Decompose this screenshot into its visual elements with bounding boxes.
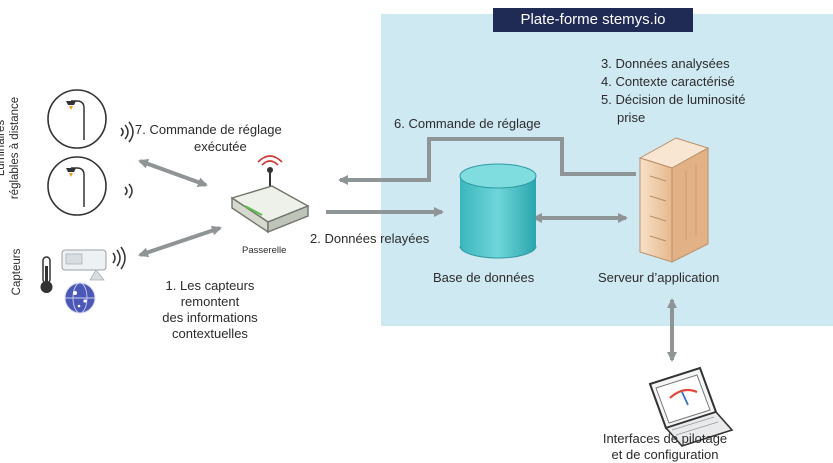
luminaires-side-label: Luminaires réglables à distance [0,93,22,203]
sensor-gateway-arrow [138,225,222,258]
laptop-icon [648,366,734,447]
wireless-signal-icon [112,246,126,270]
gateway-label: Passerelle [242,245,287,256]
platform-area [381,14,833,326]
step6-label: 6. Commande de réglage [394,116,541,131]
step5-label-line2: prise [617,110,646,125]
step1-label: 1. Les capteurs remontent des informatio… [140,278,280,342]
capteurs-side-label: Capteurs [11,248,23,296]
step5-label-line1: 5. Décision de luminosité [601,92,746,107]
wireless-signal-icon [120,121,134,143]
step7-label-line1: 7. Commande de réglage [135,122,282,137]
step1-line1: 1. Les capteurs [165,278,255,293]
command-arrow [338,137,636,185]
server-label: Serveur d’application [598,270,720,285]
step1-line4: contextuelles [172,326,248,341]
step2-label: 2. Données relayées [310,231,430,246]
thermometer-icon [40,256,53,293]
database-label: Base de données [433,270,535,285]
interfaces-label: Interfaces de pilotage et de configurati… [590,431,740,463]
platform-title: Plate-forme stemys.io [493,8,693,32]
wireless-signal-icon [124,183,133,199]
globe-sensor-icon [64,282,96,314]
server-icon [638,137,710,263]
database-icon [459,163,537,259]
step3-label: 3. Données analysées [601,56,730,71]
luminaire-gateway-arrow [138,159,208,187]
step4-label: 4. Contexte caractérisé [601,74,735,89]
interfaces-label-line1: Interfaces de pilotage [602,431,728,446]
camera-icon [61,249,107,281]
router-icon [230,155,310,234]
step1-line2: remontent [180,294,240,309]
luminaires-label-line2: réglables à distance [9,96,21,200]
interfaces-label-line2: et de configuration [611,447,719,462]
streetlight-icon [47,156,107,216]
step7-label-line2: exécutée [194,139,247,154]
streetlight-icon [47,89,107,149]
luminaires-label-line1: Luminaires [0,119,7,177]
step1-line3: des informations [162,310,258,325]
